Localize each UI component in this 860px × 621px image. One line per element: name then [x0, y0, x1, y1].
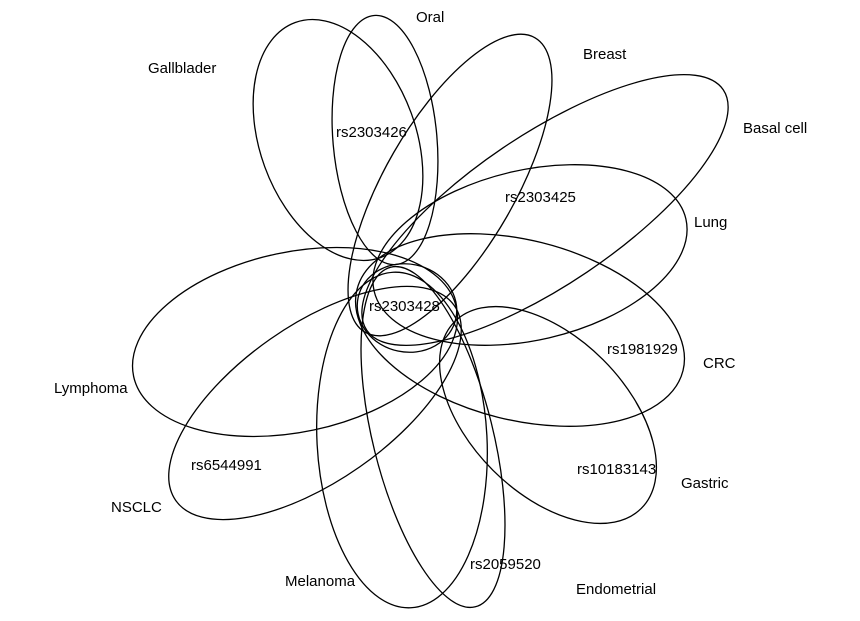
ellipse-center [356, 263, 458, 353]
ellipse-breast [347, 33, 553, 337]
ellipse-endometrial [360, 265, 506, 609]
label-endometrial: Endometrial [576, 581, 656, 598]
label-rs10183143: rs10183143 [577, 461, 656, 478]
ellipse-gastric [438, 305, 658, 525]
label-nsclc: NSCLC [111, 499, 162, 516]
label-lung: Lung [694, 214, 727, 231]
label-gallbladder: Gallblader [148, 60, 216, 77]
label-lymphoma: Lymphoma [54, 380, 128, 397]
label-rs2303425: rs2303425 [505, 189, 576, 206]
ellipse-basal-cell [361, 73, 729, 347]
label-basal-cell: Basal cell [743, 120, 807, 137]
label-breast: Breast [583, 46, 627, 63]
label-rs2059520: rs2059520 [470, 556, 541, 573]
label-rs2303428: rs2303428 [369, 298, 440, 315]
ellipse-gallbladder [252, 18, 424, 262]
label-crc: CRC [703, 355, 736, 372]
ellipse-crc [354, 233, 686, 427]
ellipse-lymphoma [131, 246, 459, 438]
label-rs1981929: rs1981929 [607, 341, 678, 358]
label-oral: Oral [416, 9, 444, 26]
label-melanoma: Melanoma [285, 573, 356, 590]
ellipse-melanoma [316, 271, 488, 609]
ellipse-nsclc [168, 285, 462, 521]
label-rs2303426: rs2303426 [336, 124, 407, 141]
label-rs6544991: rs6544991 [191, 457, 262, 474]
label-gastric: Gastric [681, 475, 729, 492]
